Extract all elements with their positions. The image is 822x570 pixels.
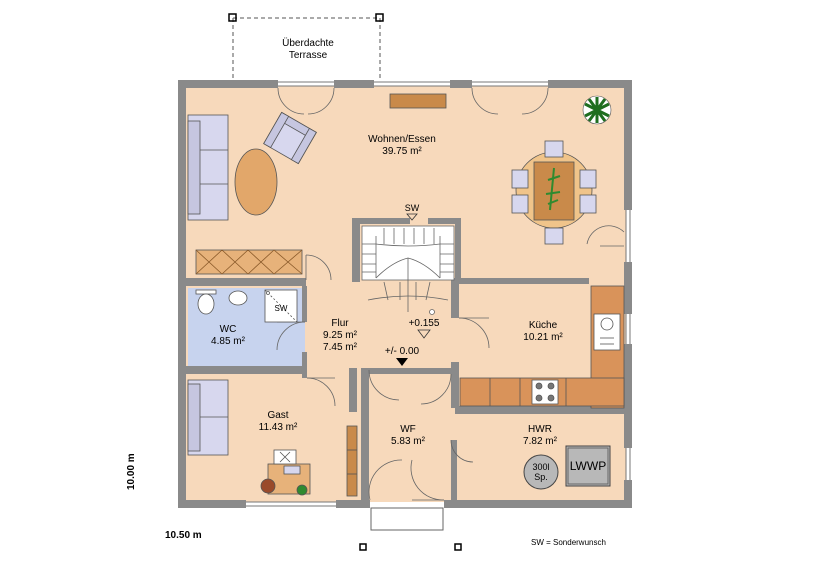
level-upper-label: +0.155 [408, 318, 440, 329]
toilet-icon [197, 293, 215, 315]
stairs [361, 225, 455, 315]
entrance-step [370, 507, 444, 531]
heatpump-label: LWWP [569, 459, 607, 473]
sw-shower-label: SW [274, 304, 288, 313]
wc-fixtures [195, 289, 298, 323]
terrace-label-line2: Terrasse [288, 50, 328, 61]
hwr-equipment [523, 445, 611, 490]
tank-label: 300l Sp. [527, 462, 555, 482]
wardrobe [346, 425, 358, 497]
dimension-height: 10.00 m [126, 453, 137, 490]
room-area-secondary: 7.45 m² [323, 342, 357, 353]
room-kueche: Küche 10.21 m² [508, 320, 578, 344]
outer-walls [178, 80, 632, 508]
room-wc: WC 4.85 m² [196, 324, 260, 348]
room-hwr: HWR 7.82 m² [512, 424, 568, 448]
room-flur: Flur 9.25 m² 7.45 m² [312, 318, 368, 354]
terrace-label: Überdachte Terrasse [268, 38, 348, 62]
room-name: Flur [331, 318, 349, 329]
room-name: WF [400, 424, 416, 435]
room-wohnen: Wohnen/Essen 39.75 m² [352, 134, 452, 158]
stove-icon [531, 379, 559, 405]
kitchen [459, 285, 625, 409]
sw-stairs-label: SW [404, 203, 420, 213]
room-area: 10.21 m² [523, 332, 563, 343]
sink-icon [228, 290, 248, 306]
interior-walls [186, 218, 625, 508]
tv-sideboard [389, 93, 447, 109]
room-area: 5.83 m² [391, 436, 425, 447]
storage-tank [523, 454, 559, 490]
room-name: HWR [528, 424, 552, 435]
rug [234, 148, 278, 216]
level-ground-label: +/- 0.00 [384, 346, 420, 357]
sideboard [195, 249, 303, 275]
room-name: Gast [267, 410, 289, 421]
room-area: 39.75 m² [382, 146, 422, 157]
room-wf: WF 5.83 m² [378, 424, 438, 448]
legend-sw: SW = Sonderwunsch [531, 538, 606, 547]
dimension-width: 10.50 m [165, 530, 202, 541]
guest-furniture [187, 379, 358, 497]
level-markers [396, 213, 431, 366]
room-name: Küche [528, 320, 558, 331]
heatpump-unit [565, 445, 611, 487]
room-name: WC [219, 324, 237, 335]
tank-label-line1: 300l [532, 462, 550, 472]
windows [246, 81, 631, 507]
room-area: 9.25 m² [323, 330, 357, 341]
room-name: Wohnen/Essen [368, 134, 436, 145]
plant-icon [582, 95, 612, 125]
living-furniture [187, 93, 597, 275]
terrace-label-line1: Überdachte [282, 38, 334, 49]
room-area: 4.85 m² [211, 336, 245, 347]
room-area: 11.43 m² [258, 422, 298, 433]
room-area: 7.82 m² [523, 436, 557, 447]
room-gast: Gast 11.43 m² [246, 410, 310, 434]
tank-label-line2: Sp. [534, 472, 548, 482]
terrace-outline [228, 13, 384, 80]
